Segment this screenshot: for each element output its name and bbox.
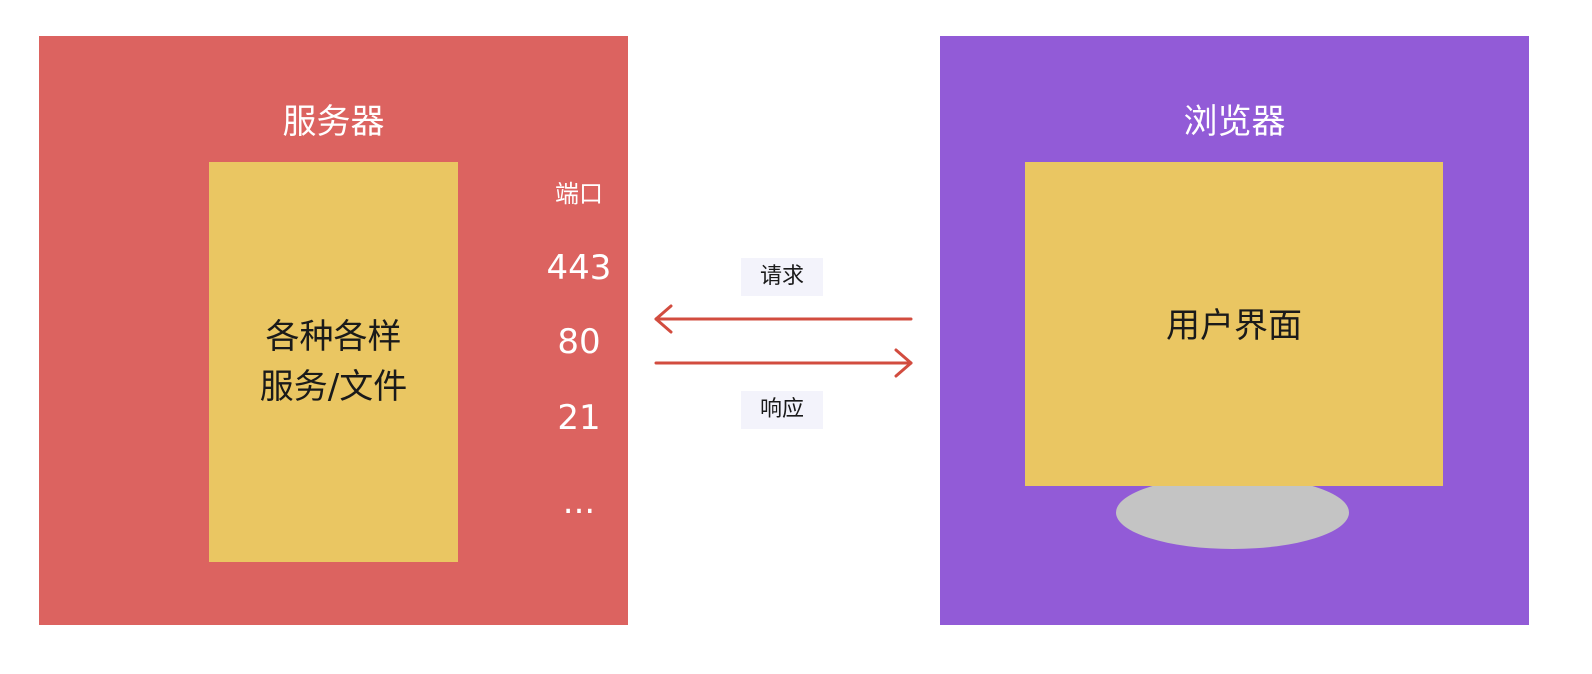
user-interface-label: 用户界面	[1166, 306, 1302, 346]
monitor-stand	[1116, 476, 1349, 549]
response-arrow	[654, 348, 913, 378]
monitor-screen: 用户界面	[1025, 162, 1443, 486]
ports-label: 端口	[555, 180, 603, 208]
response-label: 响应	[741, 391, 823, 429]
request-label: 请求	[741, 258, 823, 296]
server-title: 服务器	[282, 102, 385, 142]
services-line-1: 各种各样	[265, 317, 402, 357]
browser-panel: 浏览器 用户界面	[940, 36, 1529, 625]
port-443: 443	[546, 248, 612, 288]
services-text: 各种各样 服务/文件	[209, 312, 458, 412]
port-21: 21	[557, 398, 601, 438]
services-box: 各种各样 服务/文件	[209, 162, 458, 562]
port-80: 80	[557, 322, 601, 362]
port-more: ...	[562, 482, 596, 522]
services-line-2: 服务/文件	[259, 367, 408, 407]
request-arrow	[654, 304, 913, 334]
browser-title: 浏览器	[1183, 102, 1286, 142]
server-panel: 服务器 各种各样 服务/文件 端口 443 80 21 ...	[39, 36, 628, 625]
